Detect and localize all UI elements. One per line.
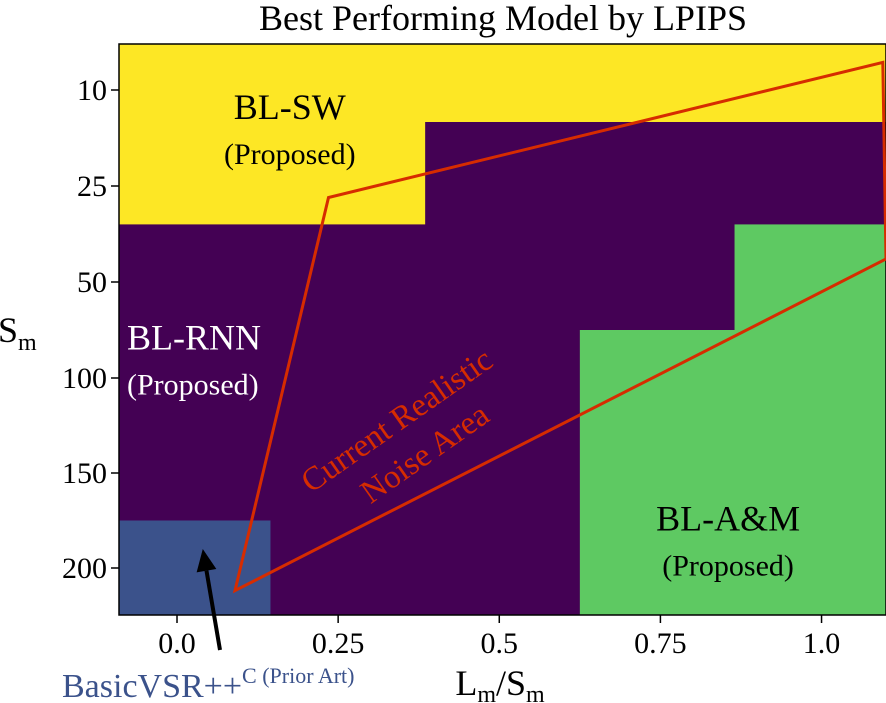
region-label-name: BL-SW — [234, 87, 346, 127]
y-tick-label: 200 — [62, 552, 107, 585]
region-label-name: BL-A&M — [656, 499, 800, 539]
y-tick-label: 50 — [77, 266, 107, 299]
x-axis-label-main: L — [455, 663, 477, 703]
x-axis-label-sub-1: m — [477, 682, 496, 703]
y-tick-label: 25 — [77, 170, 107, 203]
region-bl_sw — [119, 122, 426, 225]
region-bl_am — [579, 330, 886, 615]
region-label-note: (Proposed) — [662, 550, 794, 583]
x-tick-label: 0.5 — [481, 627, 519, 660]
x-axis-label-sub-2: m — [526, 682, 545, 703]
basicvsr-label-superscript: C (Prior Art) — [242, 663, 354, 688]
annotation-arrow — [204, 570, 222, 651]
basicvsr-label: BasicVSR++C (Prior Art) — [62, 663, 354, 703]
y-tick-label: 150 — [62, 457, 107, 490]
region-label-note: (Proposed) — [127, 369, 259, 402]
y-axis-ticks: 10 25 50 100 150 200 — [62, 74, 119, 585]
x-axis-label-mid: /S — [496, 663, 526, 703]
plot-frame — [118, 43, 886, 616]
region-basicvsr — [119, 520, 271, 615]
region-label-name: BL-RNN — [127, 318, 261, 358]
x-tick-label: 0.25 — [312, 627, 365, 660]
region-bl_am — [734, 224, 886, 330]
region-label-note: (Proposed) — [224, 138, 356, 171]
y-axis-label-main: S — [0, 310, 18, 350]
region-layer — [119, 44, 886, 615]
x-tick-label: 1.0 — [803, 627, 841, 660]
y-tick-label: 10 — [77, 74, 107, 107]
basicvsr-annotation: BasicVSR++C (Prior Art) — [62, 549, 354, 703]
chart-title: Best Performing Model by LPIPS — [259, 0, 747, 38]
x-axis-label: Lm/Sm — [455, 663, 545, 703]
x-tick-label: 0.75 — [634, 627, 687, 660]
region-bl_sw — [119, 44, 886, 122]
y-tick-label: 100 — [62, 362, 107, 395]
region-label-layer: BL-SW (Proposed) BL-RNN (Proposed) BL-A&M (Pr… — [127, 87, 800, 582]
annotation-arrowhead — [196, 549, 217, 573]
y-axis-label: Sm — [0, 310, 37, 356]
x-tick-label: 0.0 — [158, 627, 196, 660]
noise-area-outline — [232, 60, 886, 594]
y-axis-label-sub: m — [18, 330, 37, 356]
basicvsr-label-main: BasicVSR++ — [62, 668, 242, 703]
x-axis-ticks: 0.0 0.25 0.5 0.75 1.0 — [158, 615, 840, 660]
